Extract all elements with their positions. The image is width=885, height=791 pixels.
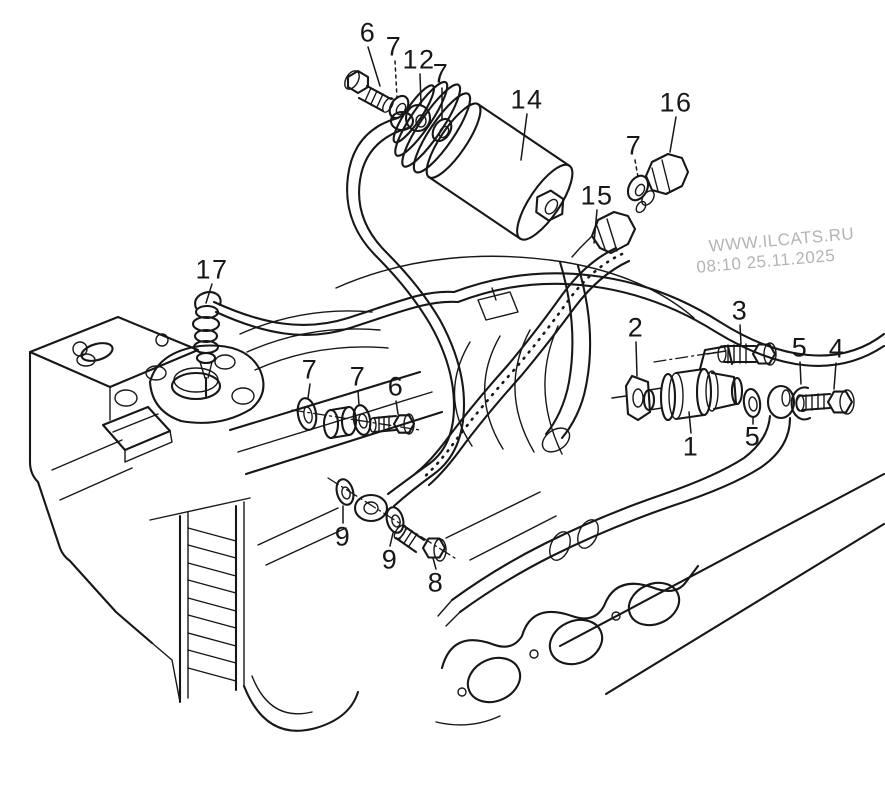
callout-label-4-12: 4 [828, 333, 846, 364]
callout-label-7-1: 7 [385, 31, 403, 62]
callout-label-6-0: 6 [359, 17, 377, 48]
callout-leader-15-5 [593, 209, 598, 244]
callout-label-1-13: 1 [682, 431, 700, 462]
callout-label-9-19: 9 [381, 544, 399, 575]
callout-label-12-2: 12 [402, 44, 436, 75]
callout-label-5-14: 5 [744, 421, 762, 452]
callout-leader-6-0 [367, 46, 381, 87]
callout-label-7-15: 7 [301, 354, 319, 385]
bolt-washer-top [344, 69, 453, 143]
callout-label-2-9: 2 [627, 312, 645, 343]
fuel-filter [392, 80, 574, 241]
union-washers-mid [291, 397, 421, 440]
callout-leader-8-20 [432, 557, 437, 570]
union-washers-bottom [327, 477, 459, 562]
callout-leader-16-7 [669, 116, 677, 153]
callout-leader-7-15 [307, 383, 311, 399]
fuel-return-pipe [437, 414, 792, 627]
callout-leader-14-4 [520, 113, 528, 161]
callout-leaders [205, 46, 837, 570]
callout-leader-4-12 [833, 362, 837, 390]
injector-17 [191, 290, 222, 398]
callout-label-9-18: 9 [334, 521, 352, 552]
banjo-bolt-3 [717, 342, 777, 366]
callout-leader-7-1 [394, 60, 398, 99]
banjo-elbow-fitting [766, 384, 796, 420]
callout-label-17-8: 17 [195, 254, 229, 285]
callout-leader-2-9 [635, 341, 638, 377]
callout-label-15-5: 15 [580, 180, 614, 211]
callout-leader-5-11 [799, 361, 802, 385]
callout-leader-3-10 [739, 324, 742, 345]
bolt-4 [795, 389, 855, 415]
callout-leader-6-17 [395, 400, 399, 415]
washer-5-left [742, 388, 762, 418]
callout-label-14-4: 14 [510, 84, 544, 115]
callout-label-8-20: 8 [427, 567, 445, 598]
callout-leader-9-19 [389, 532, 394, 547]
callout-leader-7-6 [634, 159, 639, 178]
engine-block [28, 310, 444, 732]
callout-label-6-17: 6 [387, 371, 405, 402]
callout-label-3-10: 3 [731, 295, 749, 326]
intake-manifold [212, 255, 885, 726]
fuel-hose-braided [414, 210, 637, 487]
callout-label-5-11: 5 [791, 332, 809, 363]
callout-label-7-6: 7 [625, 130, 643, 161]
fuel-pipe-front [346, 110, 466, 508]
filter-nut [535, 189, 565, 222]
hose-fitting-15 [590, 210, 637, 255]
union-16 [626, 152, 690, 214]
callout-label-7-16: 7 [349, 361, 367, 392]
callout-leader-1-13 [688, 411, 692, 434]
callout-leader-12-2 [419, 73, 422, 105]
callout-label-16-7: 16 [659, 87, 693, 118]
valve-flange-gasket [611, 374, 652, 422]
callout-label-7-3: 7 [432, 58, 450, 89]
callout-leader-7-16 [357, 390, 360, 406]
callout-leader-17-8 [205, 283, 213, 304]
